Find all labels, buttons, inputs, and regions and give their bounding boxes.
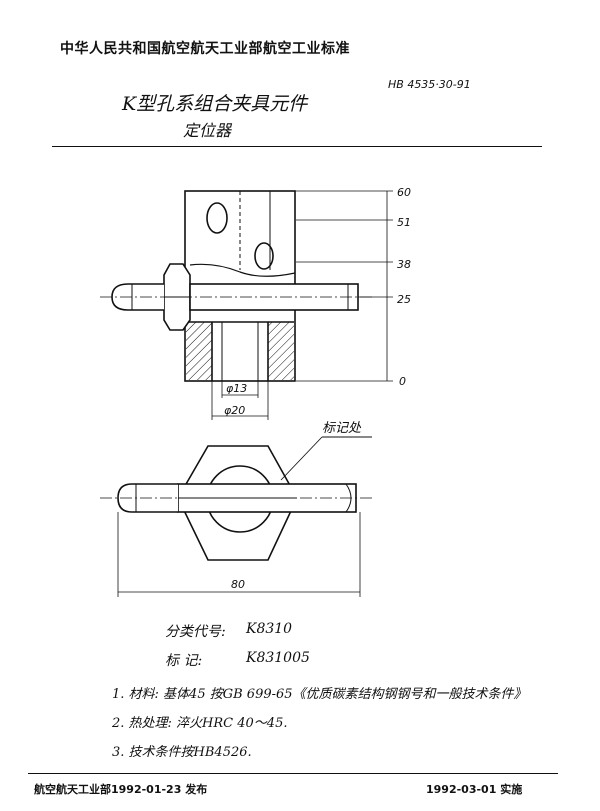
marking-value: K831005 (246, 650, 310, 666)
document-title: K型孔系组合夹具元件 (122, 93, 308, 115)
height-dimensions (295, 190, 393, 382)
dim-51: 51 (397, 216, 411, 229)
classification-value: K8310 (246, 621, 293, 637)
dim-38: 38 (397, 258, 411, 271)
requirement-material: 1. 材料: 基体45 按GB 699-65《优质碳素结构钢钢号和一般技术条件》 (112, 687, 527, 702)
footer-divider (28, 773, 558, 774)
standard-number: HB 4535·30-91 (388, 78, 471, 91)
dim-80: 80 (231, 578, 245, 591)
issue-date: 航空航天工业部1992-01-23 发布 (34, 783, 208, 796)
requirement-technical-conditions: 3. 技术条件按HB4526. (112, 745, 252, 760)
implementation-date: 1992-03-01 实施 (426, 783, 523, 796)
section-hatch-right (268, 322, 294, 380)
document-subtitle: 定位器 (183, 121, 232, 140)
mark-location-label: 标记处 (322, 421, 362, 436)
section-hatch-left (186, 322, 212, 380)
classification-label: 分类代号: (165, 624, 226, 640)
width-dimension (117, 512, 361, 597)
top-view (100, 436, 375, 561)
front-view (100, 190, 375, 382)
diameter-dimensions (211, 381, 269, 420)
marking-label: 标 记: (165, 653, 203, 669)
requirement-heat-treatment: 2. 热处理: 淬火HRC 40～45. (112, 716, 288, 731)
slot-lower (254, 242, 274, 270)
header-divider (52, 146, 542, 147)
dim-0: 0 (399, 375, 406, 388)
dim-dia-13: φ13 (226, 382, 247, 395)
slot-upper (206, 202, 228, 234)
standard-header-title: 中华人民共和国航空航天工业部航空工业标准 (60, 41, 350, 57)
dim-dia-20: φ20 (224, 404, 245, 417)
dim-25: 25 (397, 293, 411, 306)
dim-60: 60 (397, 186, 411, 199)
